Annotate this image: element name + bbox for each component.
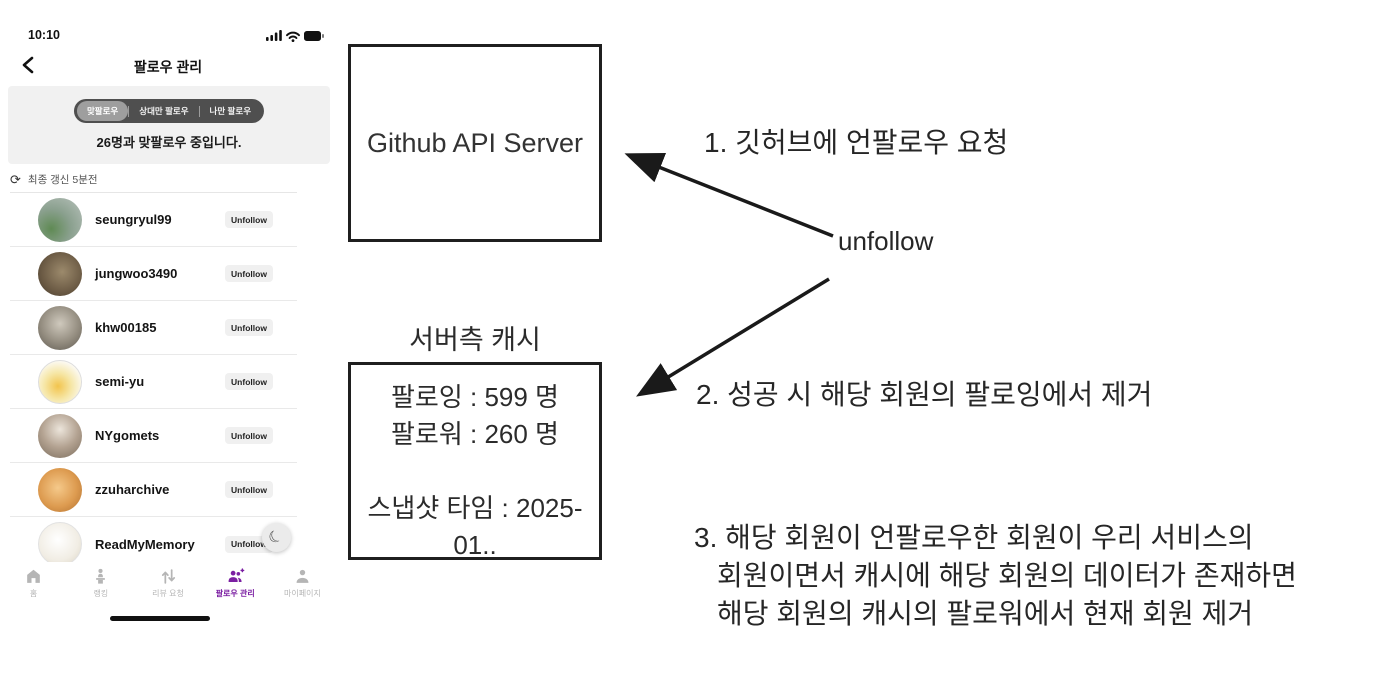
- tab-divider: [128, 105, 130, 117]
- user-row[interactable]: jungwoo3490 Unfollow: [10, 247, 297, 301]
- nav-item-ranking[interactable]: 랭킹: [67, 562, 134, 608]
- ranking-icon: [96, 568, 106, 584]
- user-row[interactable]: NYgomets Unfollow: [10, 409, 297, 463]
- unfollow-button[interactable]: Unfollow: [225, 319, 273, 336]
- refresh-row[interactable]: ⟳ 최종 갱신 5분전: [10, 167, 297, 193]
- status-time: 10:10: [28, 28, 60, 42]
- avatar: [38, 413, 82, 458]
- unfollow-button[interactable]: Unfollow: [225, 211, 273, 228]
- nav-label: 팔로우 관리: [215, 589, 255, 598]
- follow-filter-tabs: 맞팔로우 상대만 팔로우 나만 팔로우: [73, 99, 265, 123]
- tab-mutual-follow[interactable]: 맞팔로우: [76, 101, 129, 121]
- edge-label-unfollow: unfollow: [838, 226, 934, 256]
- cache-line-followers: 팔로워 : 260 명: [391, 419, 559, 449]
- username: seungryul99: [95, 212, 172, 227]
- unfollow-button[interactable]: Unfollow: [225, 535, 273, 553]
- app-header: 팔로우 관리: [0, 52, 336, 82]
- nav-item-follow-manage[interactable]: 팔로우 관리: [202, 562, 269, 608]
- cache-line-following: 팔로잉 : 599 명: [391, 382, 559, 412]
- nav-label: 홈: [29, 589, 38, 598]
- arrow-unfollow-to-github: [624, 152, 834, 238]
- tab-only-i-follow[interactable]: 나만 팔로우: [200, 101, 261, 121]
- user-row[interactable]: semi-yu Unfollow: [10, 355, 297, 409]
- nav-label: 리뷰 요청: [152, 589, 184, 598]
- battery-icon: [304, 31, 324, 41]
- page-title: 팔로우 관리: [133, 59, 203, 75]
- back-button[interactable]: [20, 56, 36, 76]
- avatar: [38, 197, 82, 242]
- nav-label: 마이페이지: [284, 589, 321, 598]
- user-row[interactable]: zzuharchive Unfollow: [10, 463, 297, 517]
- moon-icon: ☾: [265, 526, 287, 548]
- follow-manage-icon: [228, 568, 245, 583]
- username: NYgomets: [95, 428, 160, 443]
- username: semi-yu: [95, 374, 145, 389]
- github-box-label: Github API Server: [366, 127, 584, 158]
- step-2: 2. 성공 시 해당 회원의 팔로잉에서 제거: [696, 379, 1153, 410]
- avatar: [38, 467, 82, 512]
- tab-only-they-follow[interactable]: 상대만 팔로우: [129, 101, 198, 121]
- user-row[interactable]: ReadMyMemory Unfollow: [10, 517, 297, 571]
- username: khw00185: [95, 320, 157, 335]
- refresh-icon: ⟳: [10, 172, 21, 187]
- mutual-count-caption: 26명과 맞팔로우 중입니다.: [96, 135, 242, 150]
- unfollow-button[interactable]: Unfollow: [225, 265, 273, 282]
- home-indicator: [110, 616, 210, 621]
- unfollow-button[interactable]: Unfollow: [225, 481, 273, 498]
- avatar: [38, 305, 82, 350]
- status-bar: 10:10: [0, 26, 336, 46]
- cache-line-snapshot-2: 01..: [453, 530, 497, 560]
- server-cache-box: 팔로잉 : 599 명 팔로워 : 260 명 스냅샷 타임 : 2025- 0…: [348, 362, 602, 560]
- unfollow-button[interactable]: Unfollow: [225, 373, 273, 390]
- cache-gap: [351, 453, 599, 490]
- username: zzuharchive: [95, 482, 170, 497]
- cache-title: 서버측 캐시: [409, 325, 541, 355]
- my-page-icon: [296, 569, 309, 583]
- nav-item-review-request[interactable]: 리뷰 요청: [134, 562, 201, 608]
- review-request-icon: [161, 569, 175, 584]
- avatar: [38, 522, 82, 566]
- chevron-left-icon: [22, 56, 34, 74]
- nav-item-my-page[interactable]: 마이페이지: [269, 562, 336, 608]
- user-list: seungryul99 Unfollow jungwoo3490 Unfollo…: [10, 193, 297, 571]
- avatar: [38, 359, 82, 404]
- home-icon: [27, 569, 40, 583]
- app-screenshot: 10:10: [0, 0, 340, 645]
- user-row[interactable]: seungryul99 Unfollow: [10, 193, 297, 247]
- user-row[interactable]: khw00185 Unfollow: [10, 301, 297, 355]
- username: ReadMyMemory: [95, 536, 195, 552]
- bottom-nav: 홈 랭킹: [0, 562, 336, 608]
- signal-icon: [266, 30, 282, 41]
- avatar: [38, 251, 82, 296]
- dark-mode-toggle[interactable]: ☾: [262, 523, 291, 552]
- tab-divider: [198, 105, 200, 117]
- username: jungwoo3490: [95, 266, 178, 281]
- cache-line-snapshot-1: 스냅샷 타임 : 2025-: [367, 493, 583, 523]
- wifi-icon: [286, 31, 300, 42]
- github-api-server-box: Github API Server: [348, 44, 602, 242]
- step-3: 3. 해당 회원이 언팔로우한 회원이 우리 서비스의 회원이면서 캐시에 해당…: [694, 522, 1297, 629]
- nav-label: 랭킹: [93, 589, 109, 598]
- nav-item-home[interactable]: 홈: [0, 562, 67, 608]
- last-updated-label: 최종 갱신 5분전: [27, 174, 98, 186]
- filter-section: 맞팔로우 상대만 팔로우 나만 팔로우 26명과 맞팔로우 중입니다.: [8, 86, 330, 164]
- unfollow-button[interactable]: Unfollow: [225, 427, 273, 444]
- step-1: 1. 깃허브에 언팔로우 요청: [704, 127, 1009, 158]
- status-icons: [266, 30, 324, 42]
